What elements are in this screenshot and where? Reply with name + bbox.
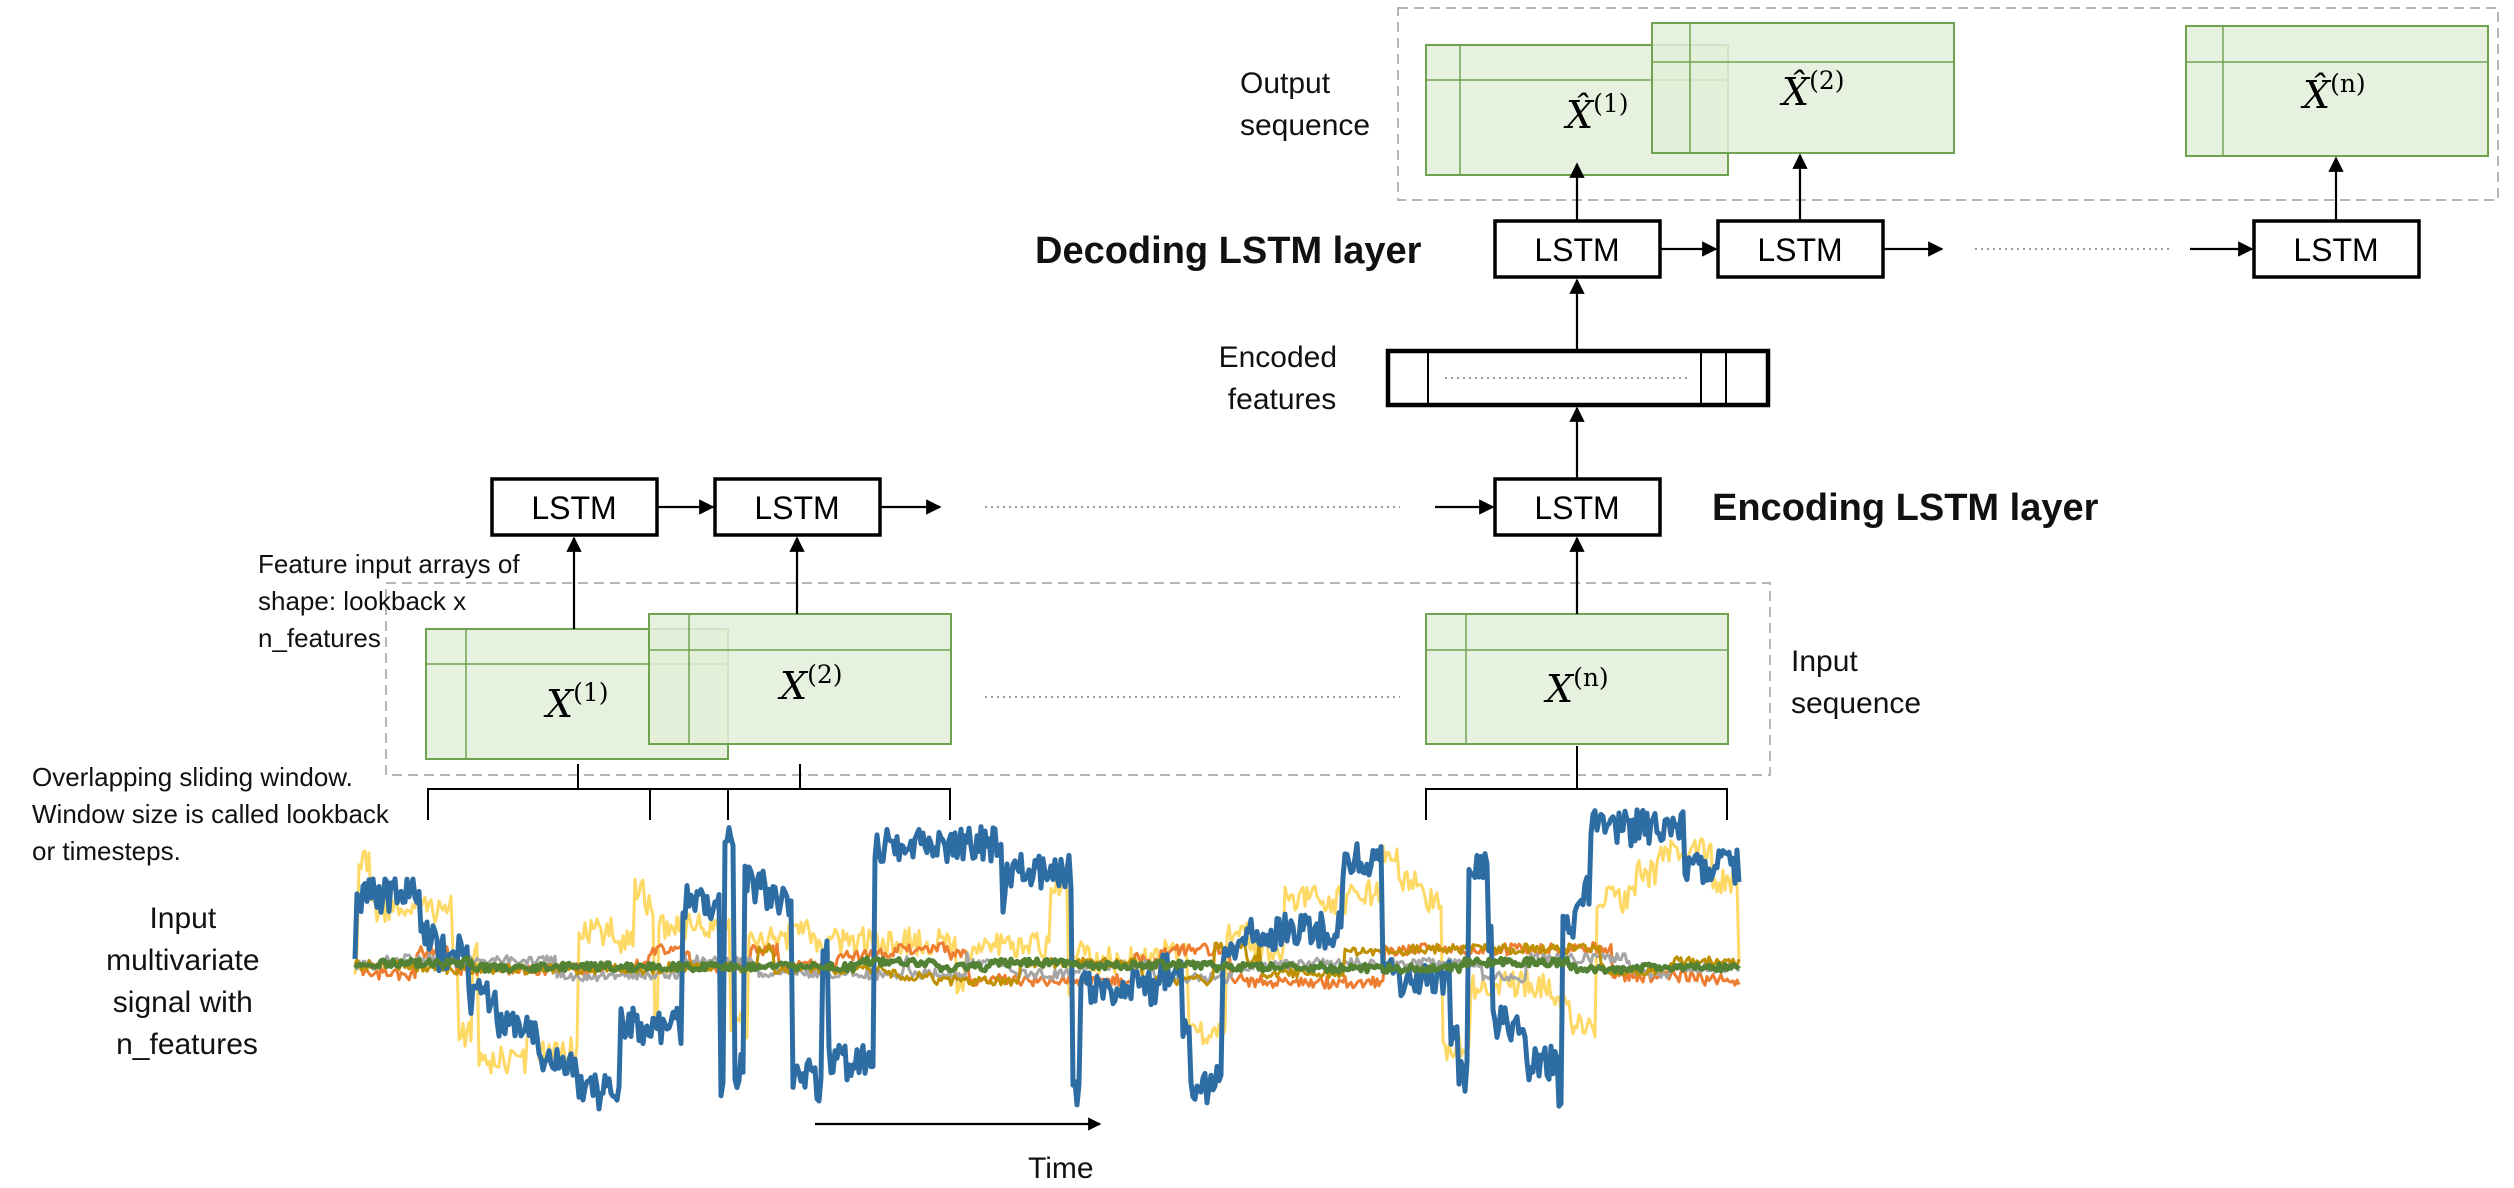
decoding-layer-label: Decoding LSTM layer: [1035, 230, 1422, 272]
encoder-lstm-2-label: LSTM: [754, 490, 839, 526]
window-bracket-n: [1425, 746, 1728, 820]
decoder-lstm-n: [2252, 219, 2421, 279]
input-sequence-group: [385, 582, 1771, 776]
input-label-2: X(2): [777, 660, 842, 708]
output-label-1: X̂(1): [1563, 89, 1628, 137]
encoder-lstm-2: [713, 477, 882, 537]
output-sequence-label: Output sequence: [1240, 67, 1370, 142]
input-array-n: [1425, 613, 1729, 745]
output-sequence-group: [1397, 7, 2499, 201]
signal-series-5: [352, 807, 1742, 1112]
output-array-2: [1651, 22, 1955, 154]
multivariate-signal: [352, 807, 1742, 1112]
input-signal-label: Input multivariate signal with n_feature…: [106, 902, 268, 1061]
decoder-lstm-1: [1493, 219, 1662, 279]
sliding-window-label: Overlapping sliding window. Window size …: [32, 762, 396, 866]
encoder-lstm-1-label: LSTM: [531, 490, 616, 526]
time-label: Time: [1028, 1152, 1094, 1185]
output-label-n: X̂(n): [2300, 69, 2366, 117]
signal-series-1: [353, 837, 1741, 1075]
encoded-features-vector: [1385, 348, 1771, 408]
output-array-n: [2185, 25, 2489, 157]
signal-series-6: [353, 955, 1741, 976]
encoding-layer-label: Encoding LSTM layer: [1712, 487, 2099, 529]
encoder-lstm-1: [490, 477, 659, 537]
decoder-lstm-n-label: LSTM: [2293, 232, 2378, 268]
input-sequence-label: Input sequence: [1791, 645, 1921, 720]
input-array-2: [648, 613, 952, 745]
input-label-n: X(n): [1543, 663, 1609, 711]
window-bracket-2: [649, 764, 951, 820]
input-label-1: X(1): [543, 678, 608, 726]
decoder-lstm-1-label: LSTM: [1534, 232, 1619, 268]
signal-series-3: [353, 951, 1741, 985]
output-label-2: X̂(2): [1779, 66, 1844, 114]
encoder-lstm-n-label: LSTM: [1534, 490, 1619, 526]
encoded-features-label: Encoded features: [1219, 341, 1346, 416]
feature-input-label: Feature input arrays of shape: lookback …: [258, 549, 527, 653]
encoder-lstm-n: [1493, 477, 1662, 537]
window-bracket-1: [427, 764, 729, 820]
decoder-lstm-2-label: LSTM: [1757, 232, 1842, 268]
